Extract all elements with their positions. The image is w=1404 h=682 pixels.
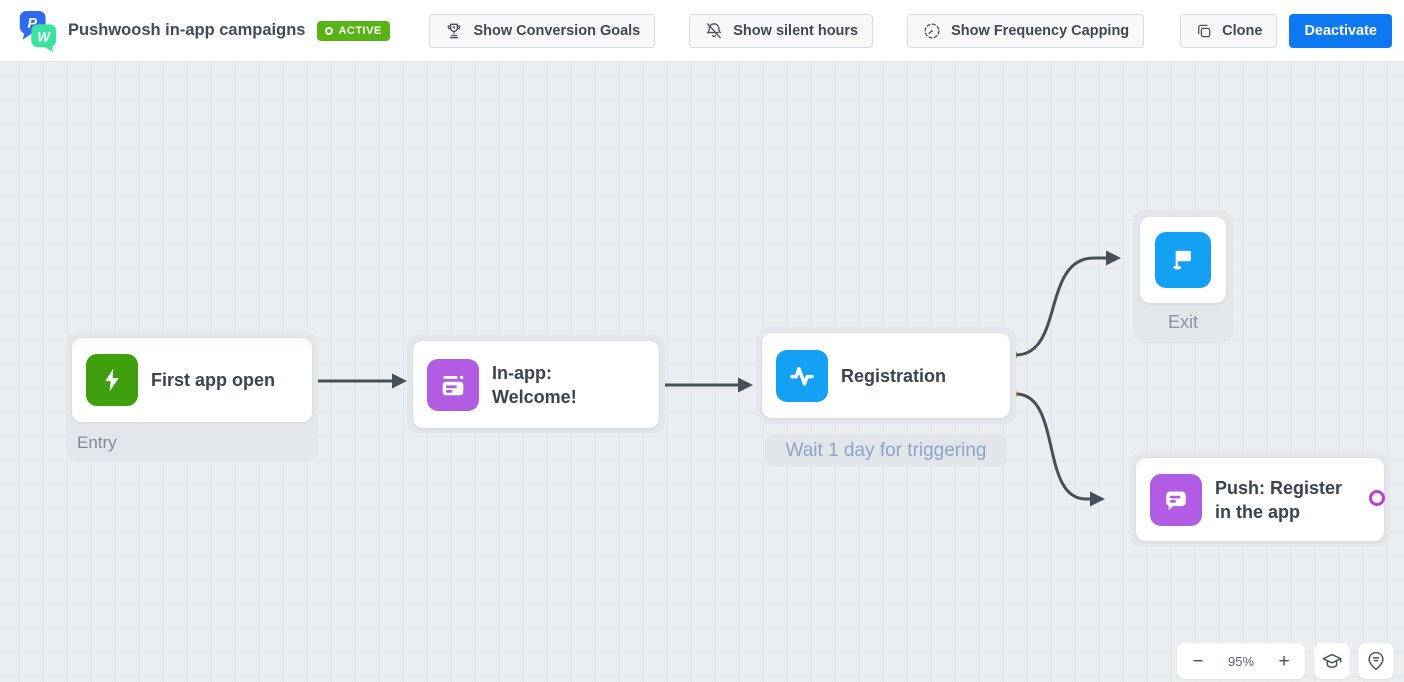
zoom-in-button[interactable]: + — [1276, 652, 1292, 671]
gauge-icon — [924, 23, 940, 38]
active-dot-icon — [325, 26, 334, 35]
registration-node[interactable]: Registration — [762, 333, 1010, 418]
inapp-message-icon — [427, 358, 479, 411]
exit-node-label: Exit — [1167, 312, 1198, 332]
feedback-pin-icon — [1368, 651, 1384, 670]
entry-node-group: First app open Entry — [66, 332, 318, 462]
registration-node-group: Registration — [756, 327, 1016, 424]
zoom-controls: − 95% + — [1177, 643, 1305, 679]
deactivate-button[interactable]: Deactivate — [1289, 13, 1392, 48]
status-badge-label: ACTIVE — [338, 24, 382, 37]
inapp-node[interactable]: In-app: Welcome! — [413, 341, 659, 428]
connector-registration-to-exit — [1015, 256, 1108, 357]
connector-registration-to-push — [1015, 392, 1092, 501]
show-silent-hours-label: Show silent hours — [733, 22, 859, 39]
push-message-icon — [1150, 473, 1202, 526]
show-conversion-goals-label: Show Conversion Goals — [473, 22, 641, 39]
arrowhead-icon — [738, 377, 753, 393]
arrowhead-icon — [1090, 491, 1105, 507]
exit-node[interactable] — [1140, 217, 1226, 303]
push-output-port[interactable] — [1369, 490, 1385, 506]
page-title: Pushwoosh in-app campaigns — [68, 21, 306, 39]
status-badge: ACTIVE — [317, 20, 390, 41]
tutorial-button[interactable] — [1314, 643, 1350, 679]
clone-label: Clone — [1222, 22, 1263, 39]
header-bar: P W Pushwoosh in-app campaigns ACTIVE Sh… — [0, 0, 1404, 62]
bell-slash-icon — [707, 22, 722, 38]
entry-node[interactable]: First app open — [72, 338, 312, 422]
show-silent-hours-button[interactable]: Show silent hours — [689, 13, 874, 48]
lightning-icon — [86, 354, 138, 406]
zoom-level: 95% — [1227, 653, 1255, 669]
show-conversion-goals-button[interactable]: Show Conversion Goals — [429, 13, 656, 48]
entry-node-title: First app open — [151, 370, 276, 390]
registration-node-title: Registration — [841, 365, 947, 386]
svg-text:W: W — [37, 29, 51, 44]
flow-canvas[interactable]: First app open Entry In-app: Welcome! — [0, 62, 1404, 682]
inapp-node-title-line2: Welcome! — [492, 386, 577, 407]
push-node[interactable]: Push: Register in the app — [1136, 458, 1384, 541]
push-node-title-line1: Push: Register — [1215, 477, 1343, 498]
flag-icon — [1155, 232, 1211, 288]
clone-button[interactable]: Clone — [1180, 13, 1278, 48]
inapp-node-group: In-app: Welcome! — [407, 335, 665, 434]
pushwoosh-logo: P W — [19, 10, 57, 52]
arrowhead-icon — [1106, 250, 1121, 266]
trophy-icon — [448, 23, 461, 38]
pulse-icon — [776, 349, 828, 402]
wait-note: Wait 1 day for triggering — [765, 434, 1007, 467]
show-frequency-capping-button[interactable]: Show Frequency Capping — [907, 13, 1145, 48]
show-frequency-capping-label: Show Frequency Capping — [951, 22, 1130, 39]
zoom-out-button[interactable]: − — [1190, 652, 1206, 671]
graduation-cap-icon — [1322, 653, 1342, 668]
deactivate-label: Deactivate — [1304, 22, 1377, 39]
arrowhead-icon — [392, 373, 407, 389]
push-node-title-line2: in the app — [1215, 501, 1300, 522]
push-node-group: Push: Register in the app — [1130, 452, 1390, 547]
exit-node-group: Exit — [1133, 210, 1233, 343]
copy-icon — [1198, 24, 1211, 37]
feedback-button[interactable] — [1358, 643, 1394, 679]
svg-text:P: P — [27, 16, 37, 32]
entry-group-label: Entry — [77, 433, 117, 452]
inapp-node-title-line1: In-app: — [492, 362, 552, 383]
